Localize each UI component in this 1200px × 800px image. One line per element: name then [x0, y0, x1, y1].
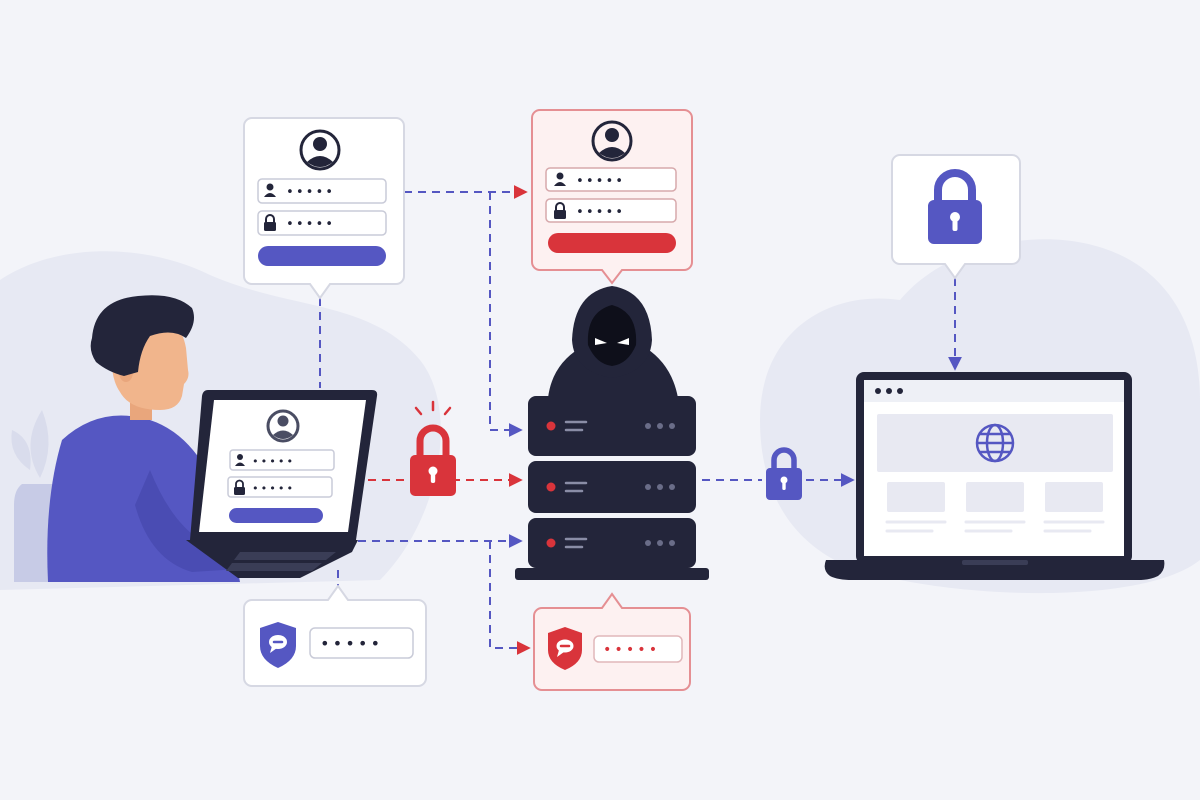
- message-mask: •••••: [320, 634, 383, 653]
- plant-leaves: [11, 410, 49, 478]
- padlock-icon: [234, 479, 245, 495]
- user-avatar-icon: [299, 129, 341, 171]
- status-light-red: [546, 482, 556, 492]
- window-dots: [875, 388, 903, 394]
- message-input[interactable]: [309, 627, 414, 659]
- trackpad-notch: [962, 560, 1028, 565]
- username-mask: •••••: [286, 185, 335, 200]
- stolen-username-mask: •••••: [576, 174, 625, 189]
- laptop-password-mask: •••••: [252, 482, 295, 495]
- user-laptop: ••••• •••••: [186, 390, 378, 578]
- keyboard: [226, 552, 336, 571]
- hacker-eyes: [595, 338, 629, 345]
- content-lines: [885, 520, 1105, 533]
- username-field[interactable]: [257, 178, 387, 204]
- person-at-laptop: [11, 295, 272, 582]
- login-button[interactable]: [258, 246, 386, 266]
- password-field[interactable]: [257, 210, 387, 236]
- server-base: [515, 568, 709, 580]
- padlock-icon: [928, 169, 982, 244]
- padlock-icon: [766, 447, 802, 500]
- padlock-icon: [264, 214, 276, 231]
- padlock-icon: [554, 202, 566, 219]
- browser-toolbar: [864, 380, 1124, 402]
- server-unit-top: [528, 396, 696, 456]
- legit-login-card: ••••• •••••: [243, 117, 405, 300]
- server-rack: [515, 396, 709, 580]
- secure-lock-card: [891, 154, 1021, 280]
- content-cards: [887, 482, 1103, 512]
- connector-branch-to-stolen-message: [489, 541, 531, 655]
- laptop-password-field[interactable]: [227, 476, 333, 498]
- stolen-login-button[interactable]: [548, 233, 676, 253]
- stolen-password-mask: •••••: [576, 205, 625, 220]
- stolen-message-input[interactable]: [593, 635, 683, 663]
- hooded-hacker: [548, 286, 678, 398]
- person-icon: [554, 172, 566, 186]
- website-laptop-base: [824, 560, 1165, 580]
- stolen-username-field[interactable]: [545, 167, 677, 192]
- shield-chat-icon: [548, 627, 582, 670]
- alert-padlock-icon: [410, 400, 456, 496]
- legit-message-card: •••••: [243, 584, 427, 687]
- stolen-password-field[interactable]: [545, 198, 677, 223]
- stolen-message-card: •••••: [533, 592, 691, 691]
- shield-chat-icon: [260, 622, 296, 668]
- password-mask: •••••: [286, 217, 335, 232]
- status-light-red: [546, 538, 556, 548]
- user-avatar-icon: [591, 120, 633, 162]
- server-unit-middle: [528, 461, 696, 513]
- user-avatar-icon: [266, 409, 300, 443]
- stolen-login-card: ••••• •••••: [531, 109, 693, 285]
- stolen-message-mask: •••••: [603, 642, 660, 658]
- website-laptop: [824, 372, 1165, 580]
- laptop-username-mask: •••••: [252, 455, 295, 468]
- laptop-login-button[interactable]: [229, 508, 323, 523]
- server-unit-bottom: [528, 518, 696, 568]
- status-light-red: [546, 421, 556, 431]
- hair: [90, 295, 194, 376]
- connector-branch-to-server-top: [489, 192, 523, 437]
- laptop-username-field[interactable]: [229, 449, 335, 471]
- person-icon: [235, 454, 245, 466]
- globe-icon: [975, 423, 1015, 463]
- person-icon: [264, 183, 276, 197]
